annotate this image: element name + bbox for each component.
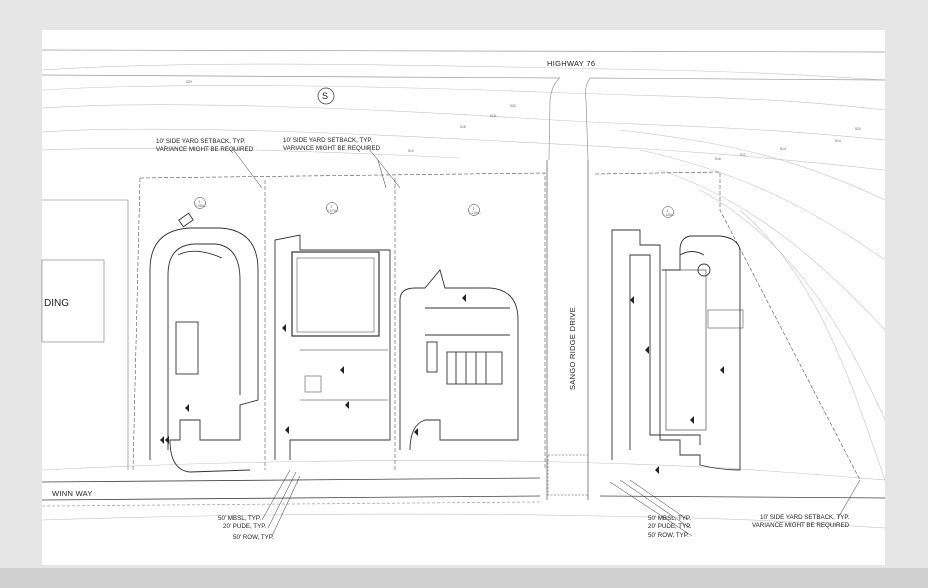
svg-text:516: 516 <box>715 157 721 161</box>
lot-tag-2: 2 0.97AC <box>326 202 339 214</box>
svg-text:0.97AC: 0.97AC <box>327 209 339 213</box>
easement-note-1-mbsl: 50' MBSL, TYP. <box>218 515 261 522</box>
traffic-arrows <box>160 294 724 474</box>
setback-note-1-line2: VARIANCE MIGHT BE REQUIRED <box>156 146 254 153</box>
svg-text:3: 3 <box>473 207 475 211</box>
easement-note-2-row: 50' ROW, TYP. <box>648 532 689 539</box>
easement-note-1-pude: 20' PUDE, TYP. <box>223 523 267 530</box>
svg-text:1.60AC: 1.60AC <box>663 213 675 217</box>
svg-text:520: 520 <box>510 104 516 108</box>
svg-text:S: S <box>322 91 328 101</box>
lot-1-drive-thru <box>149 212 259 473</box>
lot-2-store <box>274 234 391 460</box>
north-symbol: S <box>317 87 335 105</box>
highway-label: HIGHWAY 76 <box>547 59 595 68</box>
contour-lines <box>41 63 886 529</box>
svg-text:4: 4 <box>667 209 669 213</box>
setback-note-2-line2: VARIANCE MIGHT BE REQUIRED <box>283 145 381 152</box>
setback-note-1-line1: 10' SIDE YARD SETBACK, TYP. <box>156 138 246 145</box>
lot-3-site <box>399 269 519 451</box>
setback-note-3-line1: 10' SIDE YARD SETBACK, TYP. <box>760 514 850 521</box>
winn-way <box>41 477 886 507</box>
svg-text:2: 2 <box>331 205 333 209</box>
svg-text:520: 520 <box>186 80 192 84</box>
lot-tag-3: 3 1.13AC <box>468 204 481 216</box>
existing-building <box>41 199 129 470</box>
easement-note-2-mbsl: 50' MBSL, TYP. <box>648 515 691 522</box>
svg-text:518: 518 <box>490 114 496 118</box>
svg-text:0.98AC: 0.98AC <box>195 204 207 208</box>
svg-text:514: 514 <box>835 139 841 143</box>
setback-note-3-line2: VARIANCE MIGHT BE REQUIRED <box>752 522 850 529</box>
sango-ridge-drive-label: SANGO RIDGE DRIVE <box>568 307 577 390</box>
leader-lines <box>231 147 861 537</box>
lot-tag-1: 1 0.98AC <box>194 197 207 209</box>
svg-text:520: 520 <box>855 127 861 131</box>
lot-4-site <box>611 229 744 471</box>
svg-text:1: 1 <box>199 200 201 204</box>
sango-ridge-drive <box>546 160 589 500</box>
easement-note-2-pude: 20' PUDE, TYP. <box>648 523 692 530</box>
setback-note-2-line1: 10' SIDE YARD SETBACK, TYP. <box>283 137 373 144</box>
viewer-bottom-bar <box>0 568 928 588</box>
svg-text:516: 516 <box>460 125 466 129</box>
svg-text:1.13AC: 1.13AC <box>469 211 481 215</box>
highway-76 <box>41 49 886 161</box>
easement-note-1-row: 50' ROW, TYP. <box>233 534 274 541</box>
contour-labels: 520 520 518 516 516 514 512 510 514 520 <box>186 80 861 161</box>
svg-text:514: 514 <box>780 147 786 151</box>
winn-way-label: WINN WAY <box>52 489 93 498</box>
svg-text:510: 510 <box>408 149 414 153</box>
existing-building-label: DING <box>44 298 69 309</box>
lot-tag-4: 4 1.60AC <box>662 206 675 218</box>
property-lines <box>132 171 861 481</box>
svg-text:512: 512 <box>740 153 746 157</box>
